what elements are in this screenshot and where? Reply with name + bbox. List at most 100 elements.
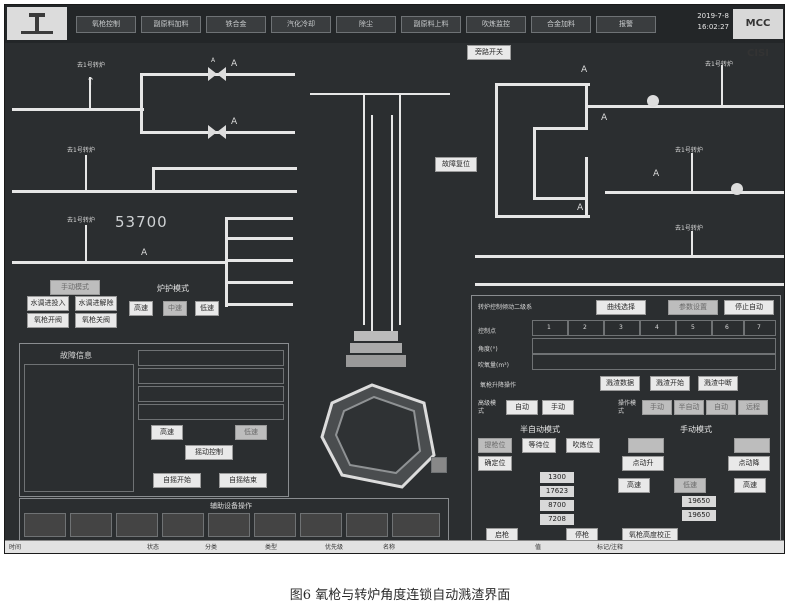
slag-start-button[interactable]: 溅渣开始 xyxy=(650,376,690,391)
jog-up-button[interactable]: 点动升 xyxy=(622,456,664,471)
auto-swing-end-button[interactable]: 自摇结束 xyxy=(219,473,267,488)
fault-low-button[interactable]: 低速 xyxy=(235,425,267,440)
pipe xyxy=(225,303,293,306)
clock-time: 16:02:27 xyxy=(697,23,729,31)
col-note: 标记/注释 xyxy=(597,544,624,551)
aux-button[interactable] xyxy=(346,513,388,537)
nav-tab-cooling[interactable]: 汽化冷却 xyxy=(271,16,331,33)
pipe xyxy=(691,231,693,257)
auto-b-button[interactable]: 自动 xyxy=(706,400,736,415)
fault-row xyxy=(138,404,284,420)
lance-control-panel: 转炉控制倾动二级系 曲线选择 参数设置 停止自动 控制点 角度(°) 吹氧量(m… xyxy=(471,295,781,545)
lance-close-button[interactable]: 氧枪关阀 xyxy=(75,313,117,328)
value-field: 19650 xyxy=(682,496,716,507)
table-cell: 4 xyxy=(640,320,676,336)
pipe xyxy=(12,261,227,264)
semi-b-button[interactable]: 半自动 xyxy=(674,400,704,415)
aux-button[interactable] xyxy=(162,513,204,537)
water-out-button[interactable]: 水调进解除 xyxy=(75,296,117,311)
valve-label-a: A xyxy=(577,203,584,213)
lance-rail xyxy=(310,93,450,95)
nav-tab-alarm[interactable]: 报警 xyxy=(596,16,656,33)
nav-tab-alloy-feed[interactable]: 合金加料 xyxy=(531,16,591,33)
manual-control-button[interactable]: 摇动控制 xyxy=(185,445,233,460)
pipe xyxy=(533,197,585,200)
nav-tab-blow[interactable]: 吹炼监控 xyxy=(466,16,526,33)
feed-label: 去1号转炉 xyxy=(67,147,95,154)
lance-line xyxy=(391,115,393,335)
aux-button[interactable] xyxy=(392,513,440,537)
top-nav-bar: 氧枪控制 副原料加料 铁合金 汽化冷却 除尘 副原料上料 吹炼监控 合金加料 报… xyxy=(5,5,784,59)
feed-label: 去1号转炉 xyxy=(675,225,703,232)
param-set-button[interactable]: 参数设置 xyxy=(668,300,718,315)
auto-a-button[interactable]: 自动 xyxy=(506,400,538,415)
pipe xyxy=(225,217,228,307)
alarm-status-bar: 时间 状态 分类 类型 优先级 名称 值 标记/注释 xyxy=(5,540,784,553)
pipe xyxy=(495,215,590,218)
hi-speed-button-2[interactable]: 高速 xyxy=(734,478,766,493)
auto-swing-start-button[interactable]: 自摇开始 xyxy=(153,473,201,488)
manual-a-button[interactable]: 手动 xyxy=(542,400,574,415)
aux-button[interactable] xyxy=(24,513,66,537)
valve-label-a: A xyxy=(601,113,608,123)
wait-pos-button[interactable]: 等待位 xyxy=(522,438,556,453)
aux-button[interactable] xyxy=(70,513,112,537)
aux-button[interactable] xyxy=(300,513,342,537)
jog-down-button[interactable]: 点动降 xyxy=(728,456,770,471)
valve-label-a: A xyxy=(231,117,238,127)
slag-data-button[interactable]: 溅渣数据 xyxy=(600,376,640,391)
fault-list xyxy=(24,364,134,492)
nav-tab-dust[interactable]: 除尘 xyxy=(336,16,396,33)
lance-line xyxy=(399,95,401,325)
valve-icon[interactable] xyxy=(208,125,226,139)
pipe xyxy=(605,191,784,194)
valve-label-a: A xyxy=(211,57,216,64)
nav-tab-aux-material[interactable]: 副原料加料 xyxy=(141,16,201,33)
aux-button[interactable] xyxy=(208,513,250,537)
pipe xyxy=(85,225,87,262)
remote-b-button[interactable]: 远程 xyxy=(738,400,768,415)
pipe xyxy=(85,155,87,191)
slag-stop-button[interactable]: 溅渣中断 xyxy=(698,376,738,391)
big-readout: 53700 xyxy=(115,213,168,231)
speed-high-button[interactable]: 高速 xyxy=(129,301,153,316)
manual-btn[interactable] xyxy=(734,438,770,453)
fault-high-button[interactable]: 高速 xyxy=(151,425,183,440)
mode-b-label: 操作模式 xyxy=(618,400,637,415)
lance-open-button[interactable]: 氧枪开阀 xyxy=(27,313,69,328)
speed-low-button[interactable]: 低速 xyxy=(195,301,219,316)
manual-b-button[interactable]: 手动 xyxy=(642,400,672,415)
valve-icon[interactable] xyxy=(208,67,226,81)
table-cell: 1 xyxy=(532,320,568,336)
blow-pos-button[interactable]: 吹炼位 xyxy=(566,438,600,453)
aux-button[interactable] xyxy=(254,513,296,537)
curve-select-button[interactable]: 曲线选择 xyxy=(596,300,646,315)
table-cell: 5 xyxy=(676,320,712,336)
lift-pos-button[interactable]: 提枪位 xyxy=(478,438,512,453)
panel-header-label: 转炉控制倾动二级系 xyxy=(478,304,533,311)
fault-reset-button[interactable]: 故障复位 xyxy=(435,157,477,172)
bypass-switch-button[interactable]: 旁路开关 xyxy=(467,45,511,60)
motor-icon[interactable] xyxy=(645,95,661,107)
lo-speed-button[interactable]: 低速 xyxy=(674,478,706,493)
nav-tab-material-up[interactable]: 副原料上料 xyxy=(401,16,461,33)
pipe xyxy=(585,105,784,108)
stop-auto-button[interactable]: 停止自动 xyxy=(724,300,774,315)
manual-btn[interactable] xyxy=(628,438,664,453)
nav-tab-lance[interactable]: 氧枪控制 xyxy=(76,16,136,33)
confirm-pos-button[interactable]: 确定位 xyxy=(478,456,512,471)
pipe xyxy=(691,153,693,193)
fault-row xyxy=(138,368,284,384)
pipe xyxy=(533,127,536,199)
pipe xyxy=(585,157,588,217)
pipe xyxy=(495,83,590,86)
col-time: 时间 xyxy=(9,544,22,551)
hi-speed-button[interactable]: 高速 xyxy=(618,478,650,493)
value-field: 19650 xyxy=(682,510,716,521)
speed-mid-button[interactable]: 中速 xyxy=(163,301,187,316)
aux-button[interactable] xyxy=(116,513,158,537)
water-in-button[interactable]: 水调进投入 xyxy=(27,296,69,311)
motor-icon[interactable] xyxy=(729,183,745,195)
company-logo xyxy=(7,7,67,40)
nav-tab-alloy[interactable]: 铁合金 xyxy=(206,16,266,33)
